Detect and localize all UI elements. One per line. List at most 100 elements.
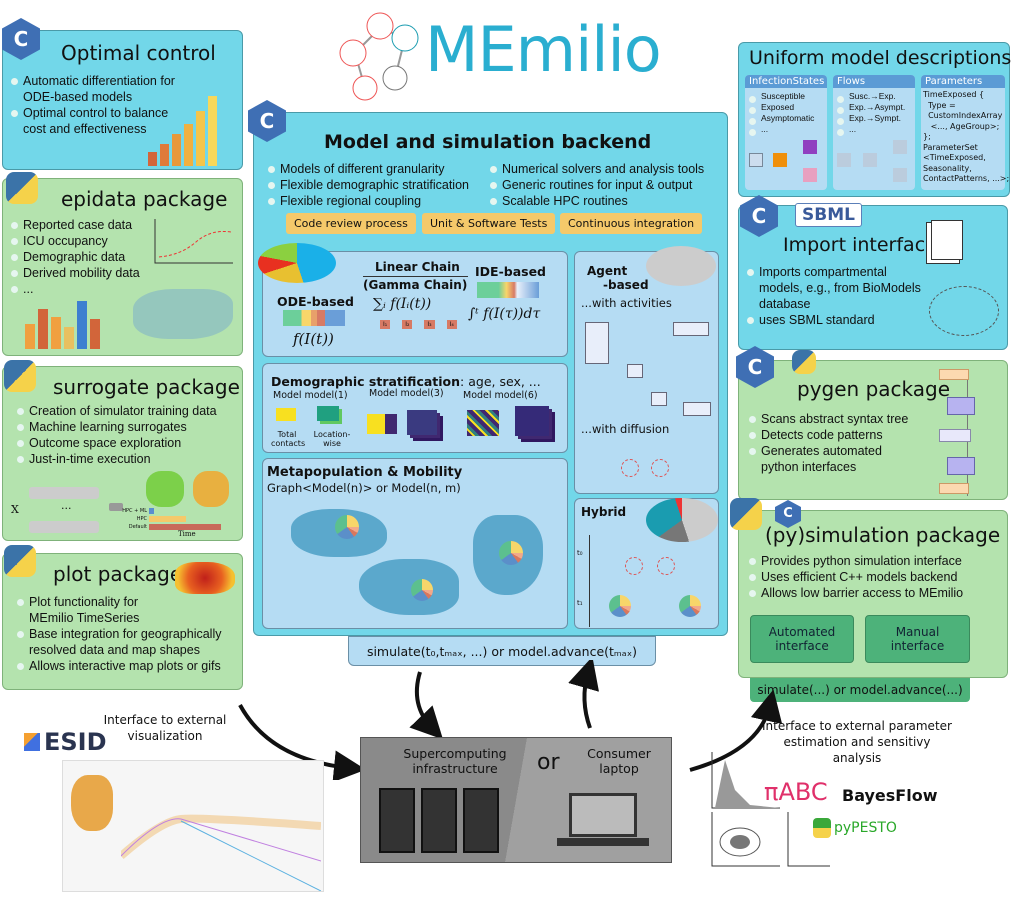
house-icon	[627, 364, 643, 378]
pysim-title: (py)simulation package	[765, 523, 1001, 547]
agents-disc-icon	[646, 246, 716, 286]
logo-text: MEmilio	[425, 13, 662, 86]
infection-states-card: InfectionStates Susceptible Exposed Asym…	[745, 75, 827, 190]
ode-ide-panel: ODE-based f(I(t)) Linear Chain (Gamma Ch…	[262, 251, 568, 357]
germany-map-icon	[71, 775, 113, 831]
ide-formula: ∫ᵗ f(I(τ))dτ	[468, 306, 541, 322]
contact-matrix-6	[467, 410, 499, 436]
pie-chart-icon	[411, 579, 433, 601]
agent-based-panel: Agent -based ...with activities ...with …	[574, 251, 719, 494]
surrogate-panel: surrogate package Creation of simulator …	[2, 366, 243, 541]
param-caption: Interface to external parameter estimati…	[762, 719, 952, 765]
demographic-title: Demographic stratification	[271, 374, 461, 389]
contact-matrix-3	[367, 414, 397, 434]
python-logo-icon	[6, 172, 38, 204]
arrow-up	[568, 660, 599, 729]
server-icon	[379, 788, 415, 853]
code-line: TimeExposed {	[923, 90, 985, 99]
code-line: Seasonality,	[923, 163, 972, 173]
t0-label: t₀	[577, 549, 583, 557]
hybrid-pie-icon	[646, 498, 718, 542]
list-item: Susceptible	[747, 91, 814, 103]
x-label: X	[11, 503, 19, 516]
model-6-label: Model model(6)	[463, 390, 538, 401]
list-item: Asymptomatic	[747, 113, 814, 125]
pypesto-text: pyPESTO	[834, 820, 897, 836]
surrogate-title: surrogate package	[53, 375, 240, 399]
pie-chart-icon	[335, 515, 359, 539]
list-item: Uses efficient C++ models backend	[747, 569, 963, 585]
list-item: Exposed	[747, 102, 814, 114]
germany-map-icon	[193, 471, 229, 507]
list-item: Creation of simulator training data	[15, 403, 217, 419]
compute-panel: Supercomputing infrastructure or Consume…	[360, 737, 672, 863]
contact-matrix-1-stack	[317, 406, 339, 421]
list-item: Detects code patterns	[747, 427, 908, 443]
list-item: Outcome space exploration	[15, 435, 217, 451]
list-item: Imports compartmental models, e.g., from…	[745, 264, 925, 312]
infection-circle	[625, 557, 643, 575]
list-item: Scans abstract syntax tree	[747, 411, 908, 427]
chain-node: I₃	[424, 320, 435, 329]
gamma-chain-label: (Gamma Chain)	[363, 278, 468, 292]
school-icon	[683, 402, 711, 416]
card-header: Flows	[833, 75, 915, 88]
location-wise-label: Location-wise	[313, 430, 351, 448]
import-title: Import interface	[783, 234, 937, 256]
list-item: ...	[747, 124, 814, 136]
pie-chart-icon	[609, 595, 631, 617]
list-item: Optimal control to balance cost and effe…	[9, 105, 179, 137]
backend-panel: Model and simulation backend Models of d…	[253, 112, 728, 636]
plot-title: plot package	[53, 562, 183, 586]
infection-circle	[657, 557, 675, 575]
agent-title-2: -based	[603, 278, 649, 292]
server-icon	[421, 788, 457, 853]
laptop-icon	[569, 793, 637, 837]
list-item: Derived mobility data	[9, 265, 140, 281]
card-header: Parameters	[921, 75, 1005, 88]
simulate-text: simulate(t₀,tₘₐₓ, ...) or model.advance(…	[366, 643, 638, 659]
posterior-plots-icon	[711, 752, 830, 867]
flowchart-icon	[967, 371, 1026, 496]
sbml-logo: SBML	[795, 203, 862, 227]
activities-label: ...with activities	[581, 296, 672, 310]
chart-label: Default	[128, 524, 147, 530]
automated-interface-button[interactable]: Automated interface	[750, 615, 854, 663]
manual-interface-button[interactable]: Manual interface	[865, 615, 970, 663]
list-item: Exp.→Sympt.	[835, 113, 905, 125]
pie-chart-icon	[258, 243, 336, 283]
infection-circle	[651, 459, 669, 477]
code-review-tag: Code review process	[286, 213, 416, 234]
list-item: Provides python simulation interface	[747, 553, 963, 569]
list-item: uses SBML standard	[745, 312, 925, 328]
arrows	[238, 660, 783, 780]
supercomputing-label: Supercomputing infrastructure	[403, 746, 507, 776]
flows-card: Flows Susc.→Exp. Exp.→Asympt. Exp.→Sympt…	[833, 75, 915, 190]
memilio-logo: MEmilio	[335, 8, 662, 103]
ide-colorbar	[477, 282, 539, 298]
code-line: Type =	[923, 100, 956, 110]
bar-default	[149, 524, 221, 530]
network-people-icon	[339, 12, 419, 101]
plot-panel: plot package Plot functionality for MEmi…	[2, 553, 243, 690]
uniform-panel: Uniform model descriptions InfectionStat…	[738, 42, 1011, 197]
time-label: Time	[178, 530, 196, 538]
python-logo-icon	[4, 360, 36, 392]
document-icon	[931, 220, 963, 260]
pypesto-logo: pyPESTO	[813, 818, 897, 838]
ode-colorbar	[283, 310, 345, 326]
list-item: Reported case data	[9, 217, 140, 233]
list-item: Plot functionality for MEmilio TimeSerie…	[15, 594, 165, 626]
region-shape	[359, 559, 459, 615]
esid-arrow	[238, 704, 366, 780]
bar-chart-icon	[148, 86, 228, 166]
line-chart-icon	[154, 219, 233, 264]
agent-title: Agent	[587, 264, 628, 278]
contact-matrix-6-stack	[515, 406, 549, 436]
py-simulate-text: simulate(...) or model.advance(...)	[757, 683, 963, 697]
unit-tests-tag: Unit & Software Tests	[422, 213, 556, 234]
time-axis	[589, 535, 590, 627]
server-icon	[463, 788, 499, 853]
list-item: Generic routines for input & output	[488, 177, 704, 193]
chart-label: HPC + ML	[122, 508, 147, 514]
